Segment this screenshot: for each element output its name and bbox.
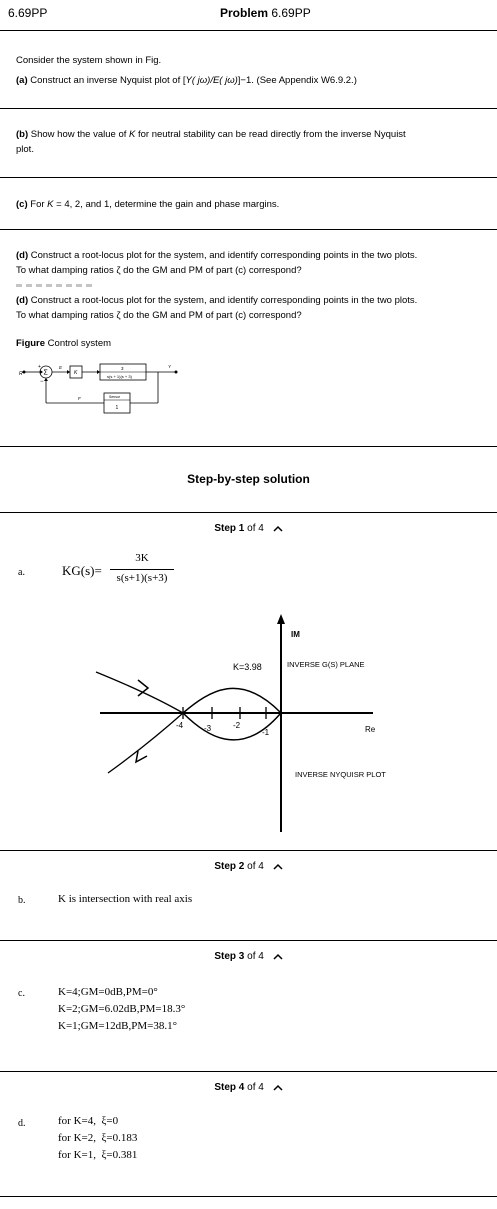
divider — [0, 850, 497, 851]
bd-output-label: Y — [168, 364, 172, 369]
step-3-of: of 4 — [244, 951, 264, 962]
divider — [0, 446, 497, 447]
equation-lhs: KG(s)= — [62, 563, 102, 578]
solution-heading: Step-by-step solution — [187, 472, 310, 486]
step-4-of: of 4 — [244, 1082, 264, 1093]
part-d2-text-2: To what damping ratios ζ do the GM and P… — [16, 310, 302, 321]
header-title-bold: Problem — [220, 6, 269, 20]
part-b-text-2: for neutral stability can be read direct… — [135, 129, 406, 140]
figure-caption-text: Control system — [45, 338, 112, 349]
problem-part-a: (a) Construct an inverse Nyquist plot of… — [16, 73, 486, 88]
step-3-answer-line: K=1;GM=12dB,PM=38.1° — [58, 1020, 177, 1032]
block-diagram: R + − Σ E K 3 s(s + 1)(s + 3) Y Sensor 1… — [19, 363, 178, 414]
part-a-expr: Y( jω)/E( jω) — [185, 75, 238, 86]
bd-feedback-label: F — [78, 396, 81, 401]
step-2-label: Step 2 — [214, 861, 245, 872]
divider — [0, 229, 497, 230]
equation-fraction-bar — [110, 569, 174, 570]
step-2-answer: K is intersection with real axis — [58, 893, 193, 905]
plot-tick-label: -4 — [176, 721, 184, 730]
plot-tick-label: -1 — [262, 728, 270, 737]
step-3-answer-line: K=2;GM=6.02dB,PM=18.3° — [58, 1003, 186, 1015]
step-1-label: Step 1 — [214, 523, 245, 534]
part-b-label: (b) — [16, 129, 29, 140]
part-d2-text: Construct a root-locus plot for the syst… — [28, 295, 418, 306]
step-4-answer-line: for K=4, ξ=0 — [58, 1115, 119, 1127]
divider — [0, 512, 497, 513]
bd-sensor-label: Sensor — [109, 395, 121, 399]
divider — [0, 1071, 497, 1072]
problem-part-c: (c) For K = 4, 2, and 1, determine the g… — [16, 197, 486, 212]
plot-tick-label: -2 — [233, 721, 241, 730]
step-2-header[interactable]: Step 2 of 4 — [0, 861, 497, 872]
plot-re-label: Re — [365, 725, 376, 734]
chevron-up-icon[interactable] — [273, 1084, 283, 1091]
header-title: Problem 6.69PP — [220, 6, 311, 20]
part-d-text: Construct a root-locus plot for the syst… — [28, 250, 418, 261]
problem-part-d: (d) Construct a root-locus plot for the … — [16, 248, 486, 278]
figure-label: Figure — [16, 338, 46, 349]
step-4-header[interactable]: Step 4 of 4 — [0, 1082, 497, 1093]
part-d-text-2: To what damping ratios ζ do the GM and P… — [16, 265, 302, 276]
chevron-up-icon[interactable] — [273, 953, 283, 960]
bd-error-label: E — [59, 365, 63, 370]
part-a-text-end: ]−1. (See Appendix W6.9.2.) — [237, 75, 357, 86]
equation-numerator: 3K — [135, 552, 149, 564]
plot-im-label: IM — [291, 630, 300, 639]
bd-gain-label: K — [74, 370, 78, 376]
part-b-k: K — [129, 129, 136, 140]
plot-tick-label: -3 — [204, 724, 212, 733]
part-c-label: (c) — [16, 199, 28, 210]
equation-denominator: s(s+1)(s+3) — [116, 572, 168, 584]
problem-intro: Consider the system shown in Fig. — [16, 55, 162, 66]
bd-sensor-value: 1 — [116, 405, 119, 411]
part-d-label: (d) — [16, 250, 29, 261]
step-1-of: of 4 — [244, 523, 264, 534]
part-c-text: For — [27, 199, 48, 210]
step-3-letter: c. — [18, 988, 25, 999]
bd-input-label: R — [19, 371, 23, 377]
step-2-of: of 4 — [244, 861, 264, 872]
divider — [0, 940, 497, 941]
bd-plus: + — [38, 364, 41, 370]
part-b-text-3: plot. — [16, 144, 34, 155]
step-3-label: Step 3 — [214, 951, 245, 962]
figure-caption: Figure Control system — [16, 336, 486, 351]
plot-k-label: K=3.98 — [233, 662, 262, 672]
divider — [0, 1196, 497, 1197]
bd-plant-den: s(s + 1)(s + 3) — [107, 374, 133, 379]
chevron-up-icon[interactable] — [273, 863, 283, 870]
header-code: 6.69PP — [8, 6, 48, 20]
step-3-header[interactable]: Step 3 of 4 — [0, 951, 497, 962]
plot-nyquist-label: INVERSE NYQUISR PLOT — [295, 770, 386, 779]
ghost-text-overlap — [16, 284, 96, 287]
part-a-label: (a) — [16, 75, 28, 86]
divider — [0, 177, 497, 178]
step-2-letter: b. — [18, 895, 26, 906]
part-c-k: K — [47, 199, 54, 210]
step-1-header[interactable]: Step 1 of 4 — [0, 523, 497, 534]
part-b-text: Show how the value of — [28, 129, 130, 140]
header-title-num: 6.69PP — [271, 6, 311, 20]
chevron-up-icon[interactable] — [273, 525, 283, 532]
bd-minus: − — [40, 379, 44, 385]
bd-sigma: Σ — [44, 370, 49, 377]
problem-part-d-repeat: (d) Construct a root-locus plot for the … — [16, 293, 486, 323]
step-4-answer-line: for K=1, ξ=0.381 — [58, 1149, 138, 1161]
divider — [0, 108, 497, 109]
step-1-letter: a. — [18, 567, 25, 578]
bd-plant-num: 3 — [121, 366, 124, 371]
step-3-answer-line: K=4;GM=0dB,PM=0° — [58, 986, 158, 998]
inverse-nyquist-plot: IM Re K=3.98 INVERSE G(S) PLANE INVERSE … — [95, 614, 386, 832]
step-4-answer-line: for K=2, ξ=0.183 — [58, 1132, 138, 1144]
step-4-letter: d. — [18, 1118, 26, 1129]
part-c-text-2: = 4, 2, and 1, determine the gain and ph… — [53, 199, 280, 210]
problem-part-b: (b) Show how the value of K for neutral … — [16, 127, 486, 157]
divider — [0, 30, 497, 31]
part-d2-label: (d) — [16, 295, 29, 306]
part-a-text: Construct an inverse Nyquist plot of [ — [27, 75, 186, 86]
plot-plane-label: INVERSE G(S) PLANE — [287, 660, 365, 669]
step-4-label: Step 4 — [214, 1082, 245, 1093]
